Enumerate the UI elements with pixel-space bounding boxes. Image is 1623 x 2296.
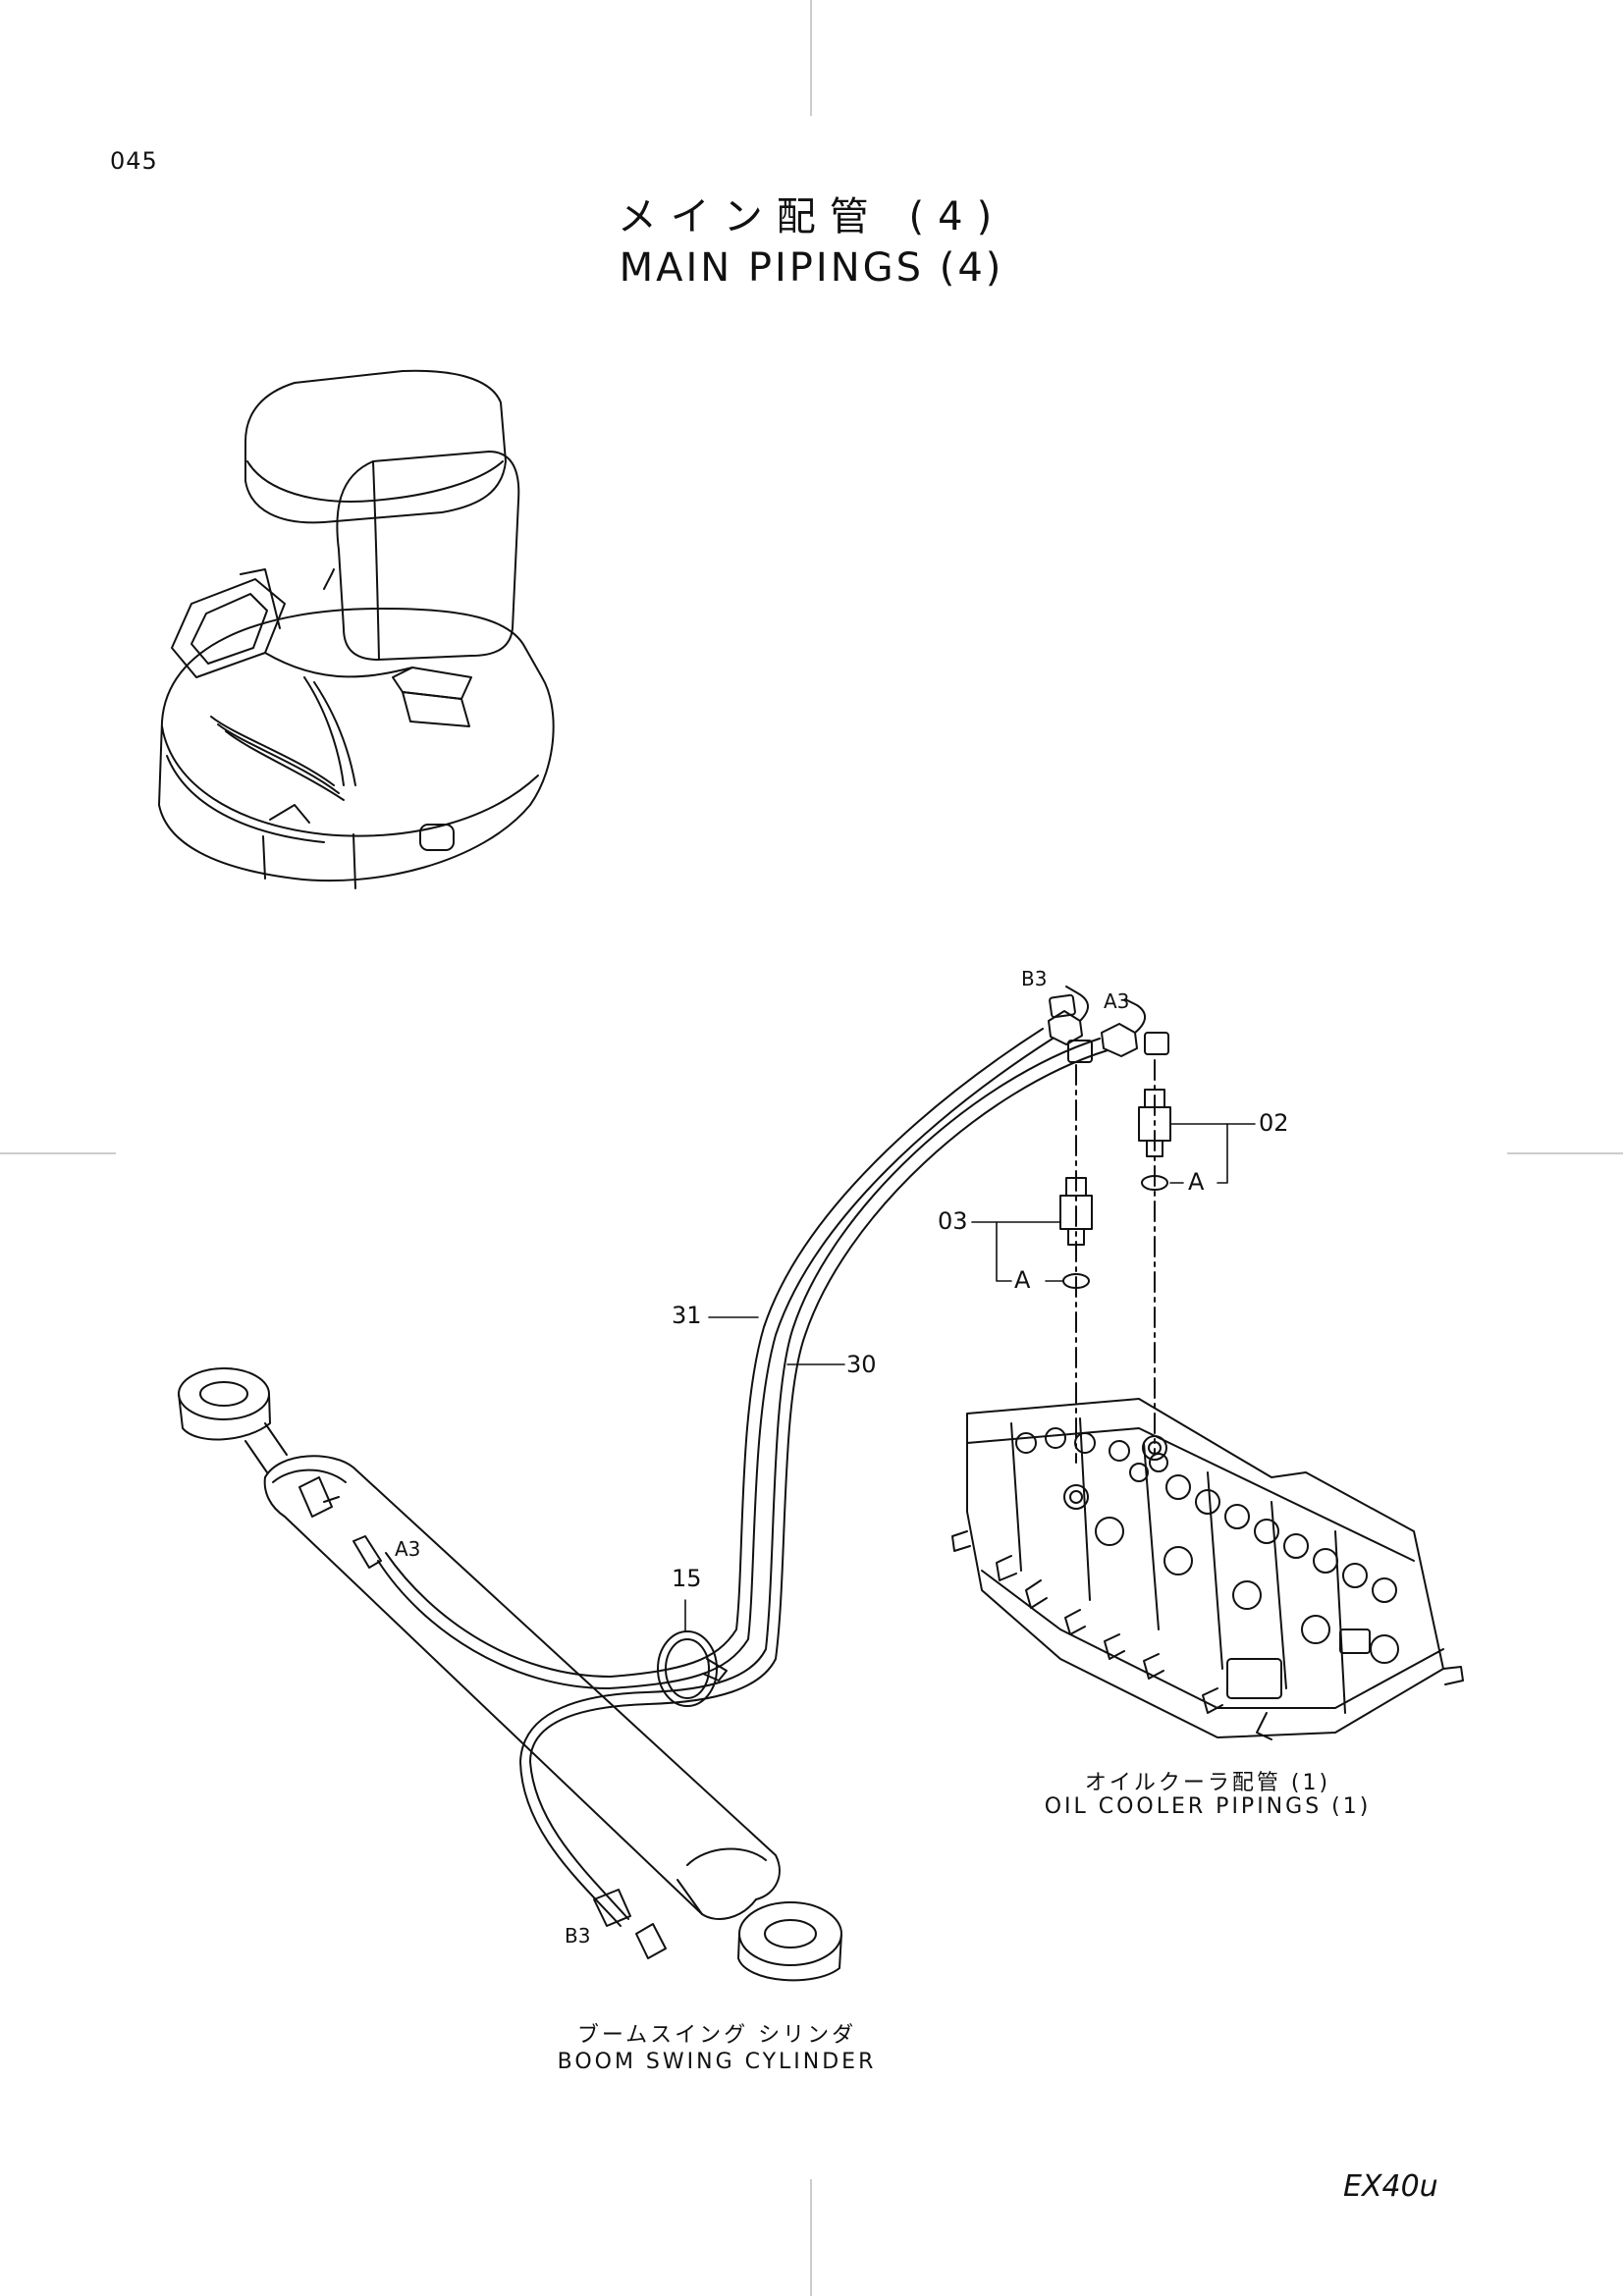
boom-swing-cylinder-illustration [178, 1367, 842, 1982]
title-english: MAIN PIPINGS (4) [619, 245, 1004, 291]
part-label-03: 03 [938, 1207, 968, 1235]
oil-cooler-ref-jp: オイルクーラ配管 (1) [1084, 1771, 1331, 1795]
model-label: EX40u [1343, 2169, 1438, 2204]
hose-30-and-31 [377, 986, 1169, 1927]
port-label-a-right: A [1188, 1168, 1205, 1196]
part-label-30: 30 [846, 1351, 877, 1378]
part-label-31: 31 [672, 1302, 702, 1329]
title-japanese: メイン配管 (4) [617, 194, 1006, 240]
port-label-a3-top: A3 [1104, 989, 1130, 1013]
adapter-assembly [1059, 1059, 1171, 1464]
clamp-15 [657, 1630, 728, 1707]
port-label-a3-cylinder: A3 [395, 1537, 421, 1561]
part-label-02: 02 [1259, 1109, 1289, 1137]
control-valve-illustration [951, 1398, 1464, 1740]
oil-cooler-ref-en: OIL COOLER PIPINGS (1) [1044, 1794, 1372, 1819]
boom-swing-cylinder-en: BOOM SWING CYLINDER [557, 2050, 877, 2074]
page-number: 045 [110, 147, 158, 175]
machine-overview-illustration [158, 369, 555, 889]
boom-swing-cylinder-jp: ブームスイング シリンダ [576, 2023, 857, 2048]
port-label-b3-cylinder: B3 [565, 1924, 591, 1948]
port-label-b3-top: B3 [1021, 967, 1048, 990]
port-label-a-left: A [1014, 1266, 1031, 1294]
leader-lines [684, 1123, 1256, 1632]
part-label-15: 15 [672, 1565, 702, 1592]
